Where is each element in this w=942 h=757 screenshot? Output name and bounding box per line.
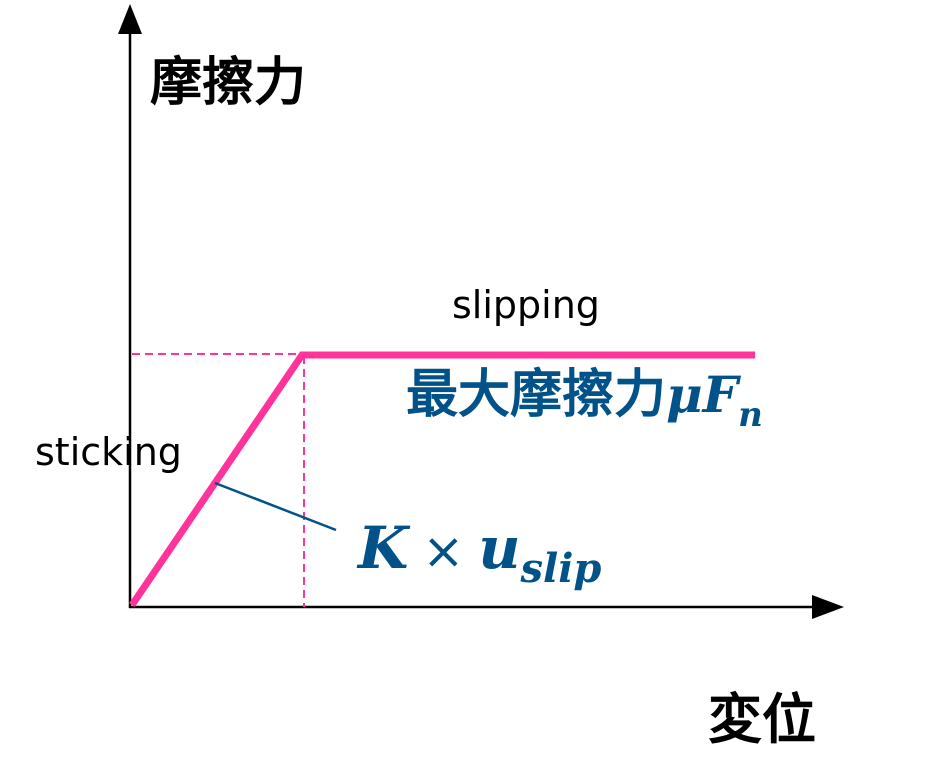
sticking-label: sticking xyxy=(35,430,182,474)
normal-force-subscript: n xyxy=(738,395,763,435)
mu-symbol: μ xyxy=(666,365,703,424)
stiffness-label: K×uslip xyxy=(356,514,601,592)
normal-force-symbol: F xyxy=(701,365,742,424)
max-friction-label: 最大摩擦力μFn xyxy=(406,365,763,435)
displacement-subscript: slip xyxy=(520,545,602,592)
slipping-label: slipping xyxy=(452,283,600,327)
x-axis-arrow-icon xyxy=(812,595,844,619)
max-friction-text: 最大摩擦力 xyxy=(406,365,666,425)
stiffness-symbol: K xyxy=(356,514,411,582)
y-axis-arrow-icon xyxy=(118,4,142,34)
displacement-symbol: u xyxy=(478,514,520,582)
y-axis-label: 摩擦力 xyxy=(150,53,306,113)
x-axis-label: 変位 xyxy=(708,688,816,751)
stiffness-leader-line xyxy=(214,481,337,532)
friction-curve xyxy=(129,351,755,607)
times-symbol: × xyxy=(422,522,464,580)
